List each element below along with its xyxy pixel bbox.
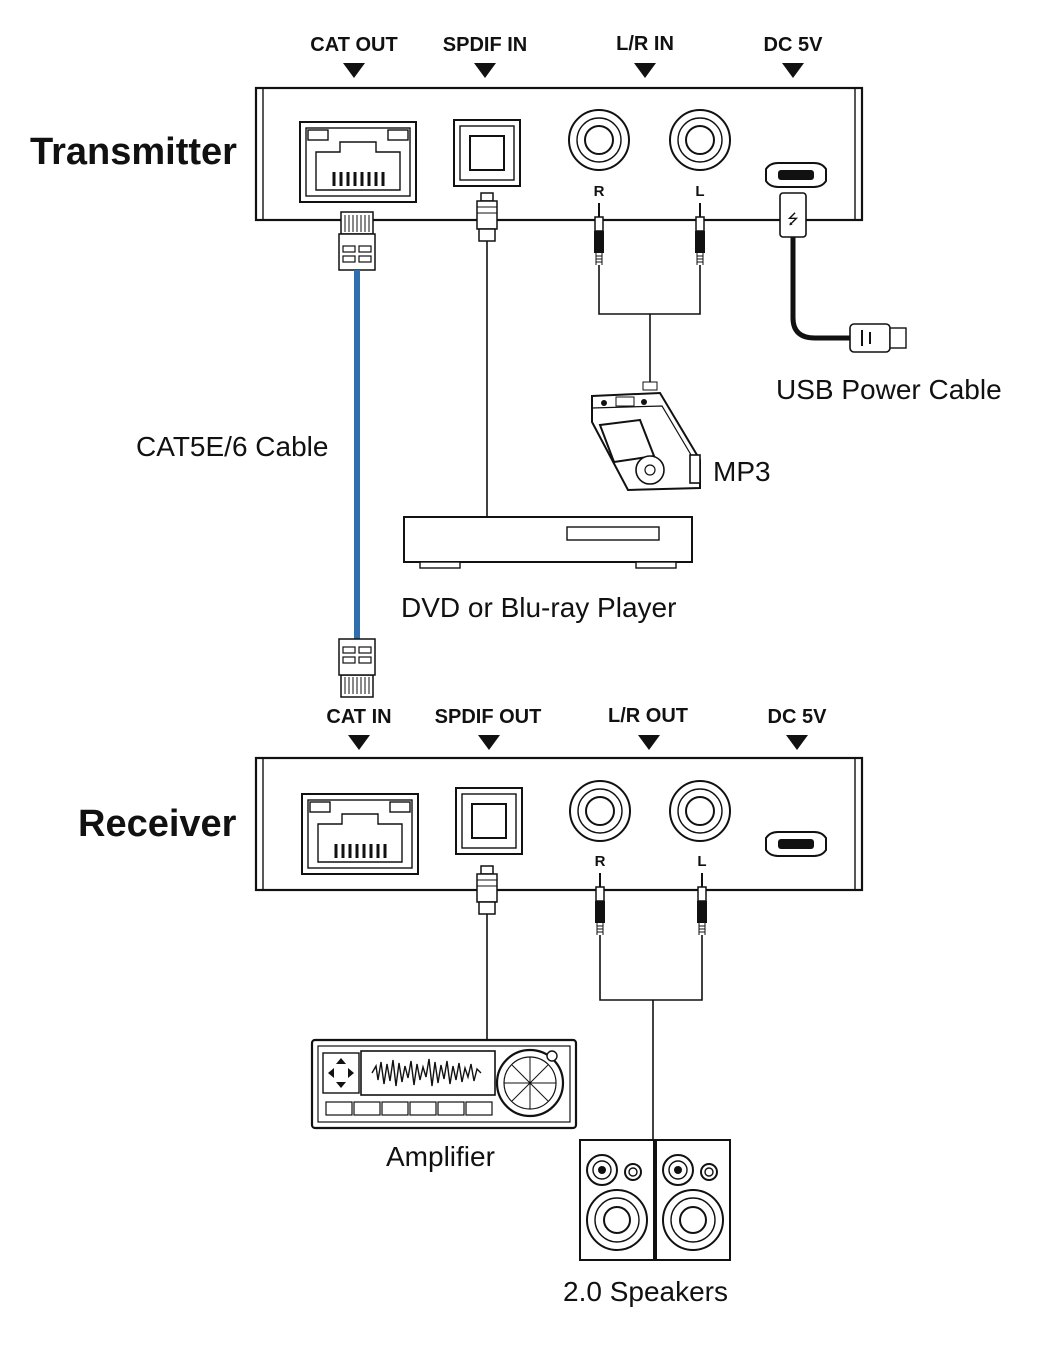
arrow-down-icon [343,63,365,78]
rx-jack-r-label: R [595,853,606,870]
speaker-left-icon [579,1139,655,1261]
cat-cable-label: CAT5E/6 Cable [136,431,328,462]
tx-lr-in-label: L/R IN [616,33,674,55]
rx-rj45-plug-icon [338,638,376,698]
arrow-down-icon [348,735,370,750]
receiver-port-arrows [348,735,808,750]
arrow-down-icon [786,735,808,750]
usb-symbol-icon: ⭍ [787,212,799,228]
mp3-player-icon [591,381,701,492]
speakers-label: 2.0 Speakers [563,1276,728,1307]
mp3-wiring [598,265,701,384]
tx-jack-l-label: L [695,183,704,200]
speaker-wiring [599,935,703,1140]
dvd-label: DVD or Blu-ray Player [401,592,676,623]
transmitter-port-arrows [343,63,804,78]
arrow-down-icon [638,735,660,750]
usb-power-cable: ⭍ [779,192,907,353]
arrow-down-icon [474,63,496,78]
rx-lr-out-label: L/R OUT [608,705,688,727]
rx-spdif-out-label: SPDIF OUT [435,706,542,728]
arrow-down-icon [782,63,804,78]
tx-rj45-plug-icon [338,211,376,271]
mp3-label: MP3 [713,456,771,487]
tx-cat-out-label: CAT OUT [310,34,397,56]
transmitter-box: R L [254,86,864,222]
transmitter-title: Transmitter [30,131,237,173]
tx-spdif-in-label: SPDIF IN [443,34,527,56]
arrow-down-icon [634,63,656,78]
arrow-down-icon [478,735,500,750]
speaker-right-icon [655,1139,731,1261]
rx-cat-in-label: CAT IN [326,706,391,728]
amplifier-icon [310,1038,578,1130]
dvd-player-icon [403,516,693,569]
transmitter-port-labels: CAT OUT SPDIF IN L/R IN DC 5V [310,33,823,56]
tx-dc-label: DC 5V [764,34,824,56]
amplifier-label: Amplifier [386,1141,495,1172]
receiver-title: Receiver [78,803,237,845]
usb-power-cable-label: USB Power Cable [776,374,1002,405]
rx-dc-label: DC 5V [768,706,828,728]
receiver-box: R L [254,756,864,892]
receiver-port-labels: CAT IN SPDIF OUT L/R OUT DC 5V [326,705,827,728]
tx-jack-r-label: R [594,183,605,200]
rx-jack-l-label: L [697,853,706,870]
